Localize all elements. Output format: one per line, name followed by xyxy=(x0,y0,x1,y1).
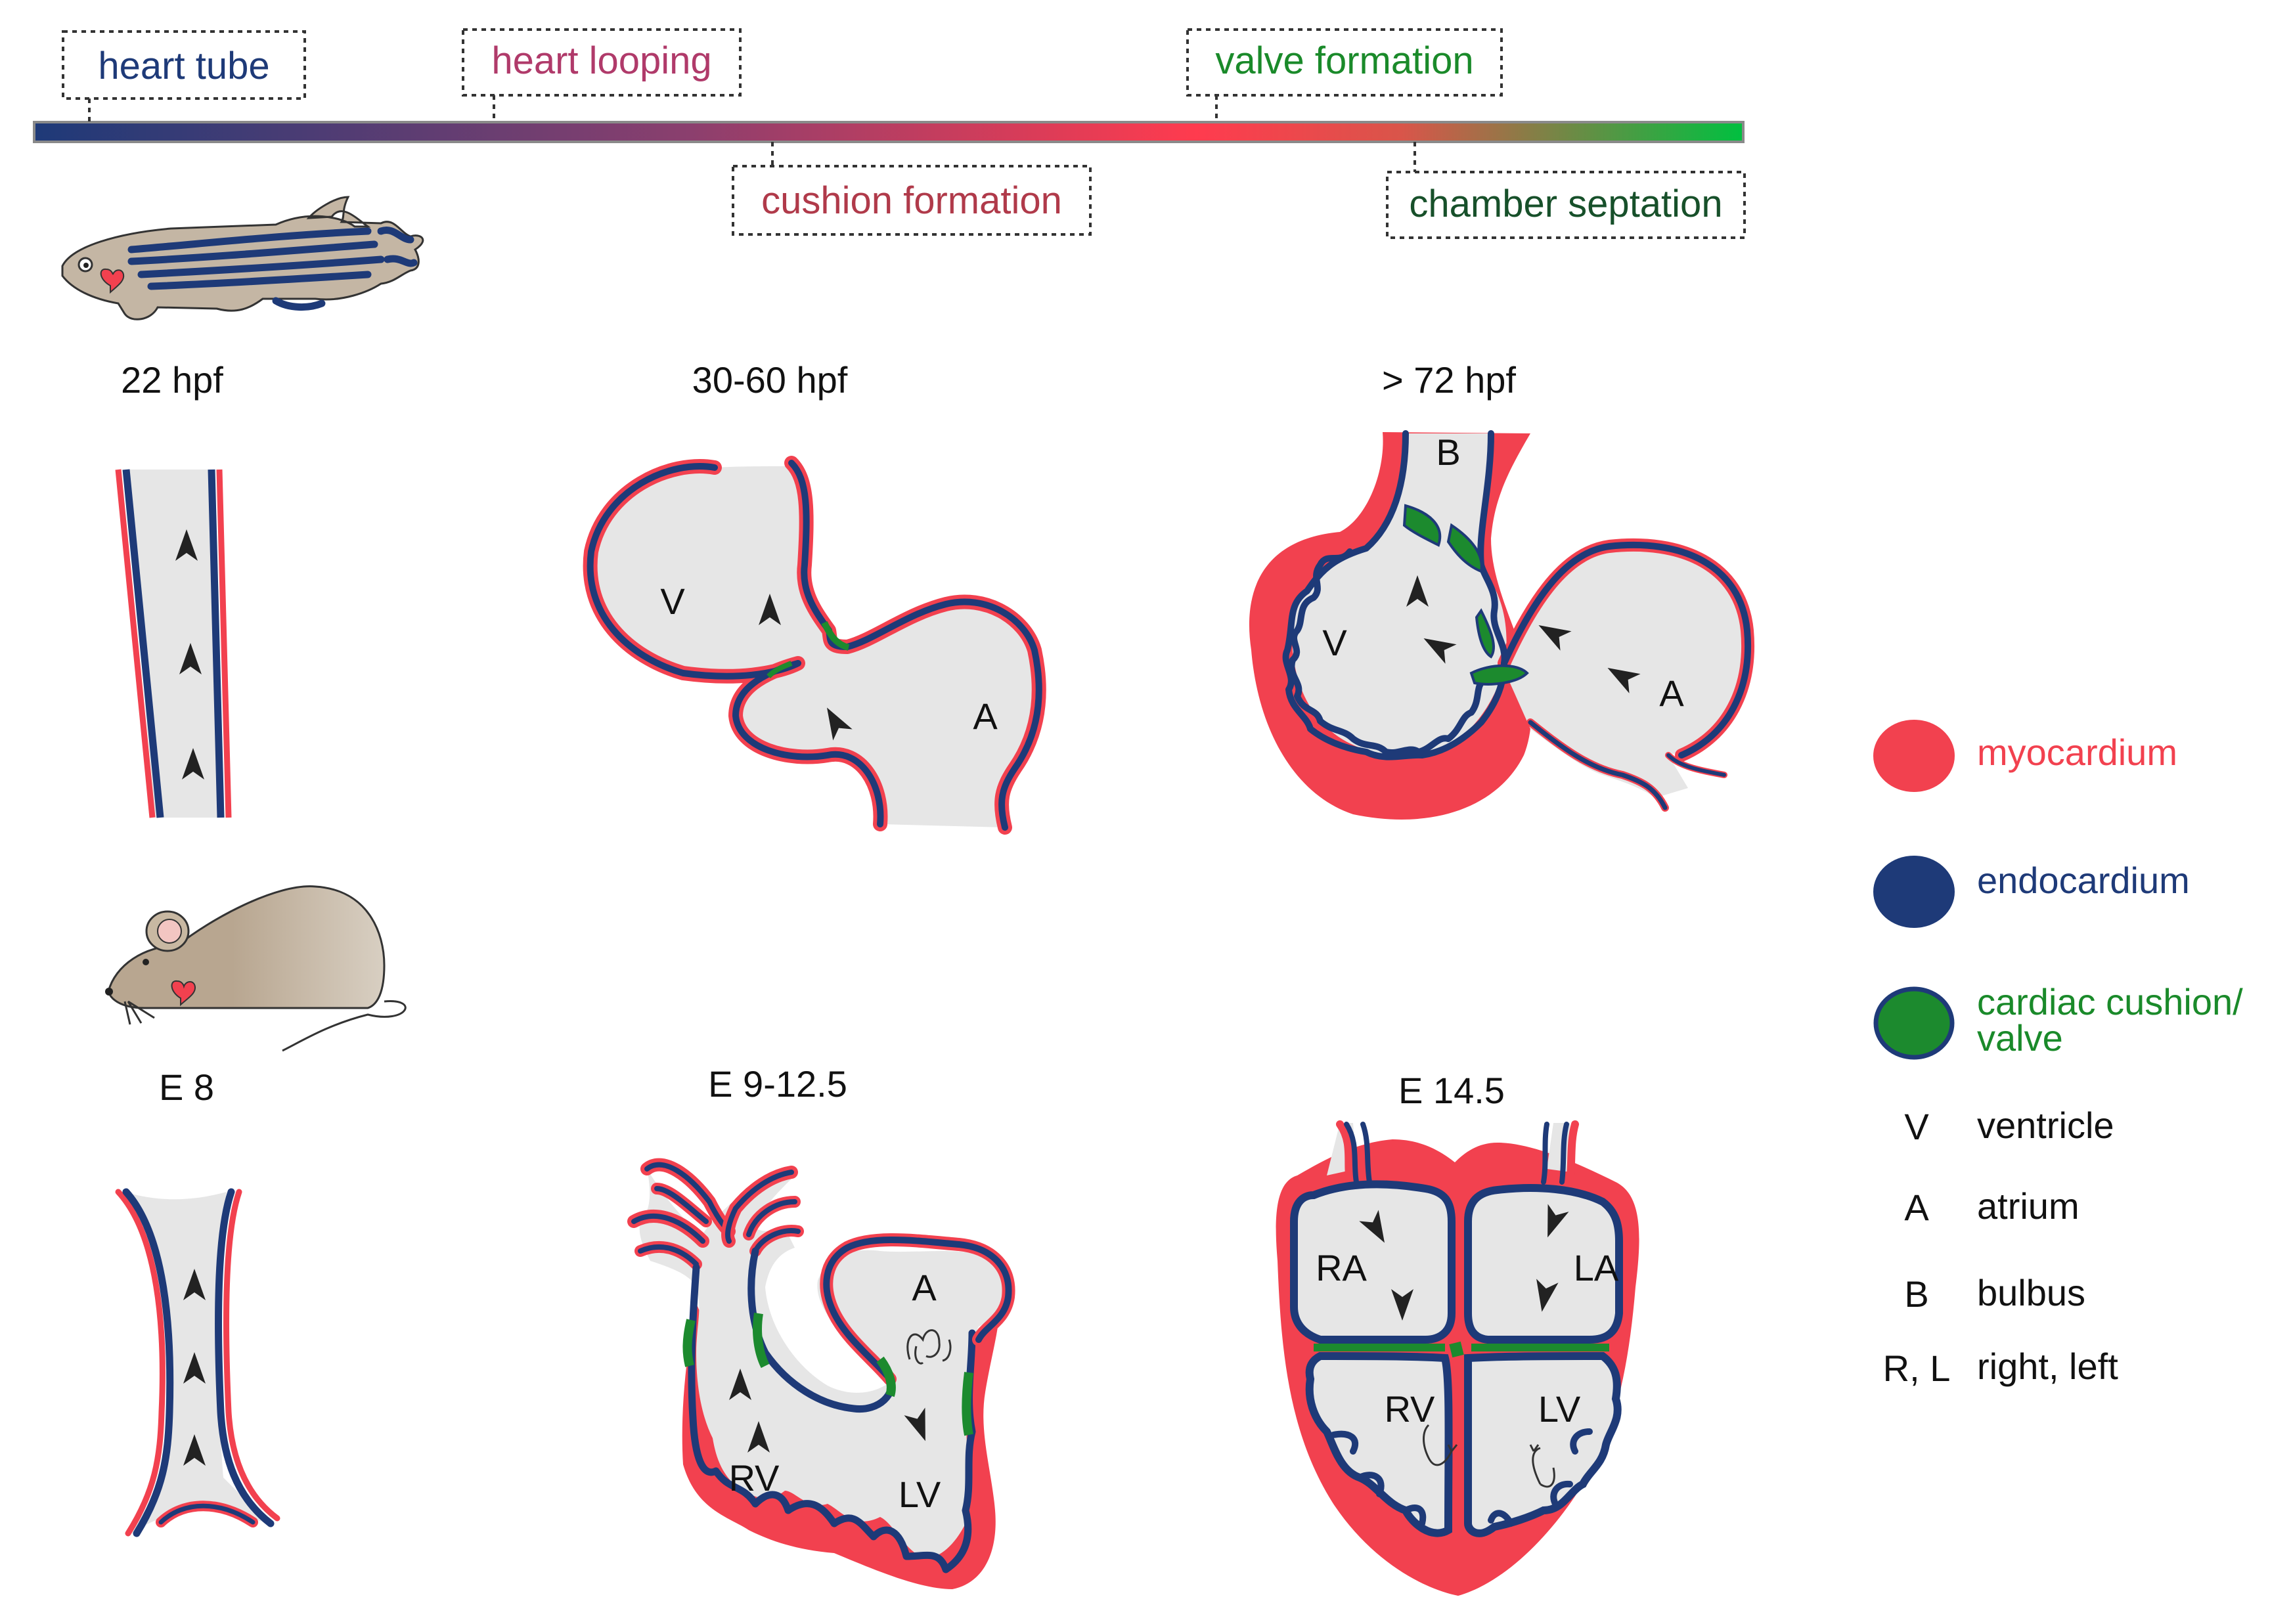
heart-looping-label: heart looping xyxy=(491,39,711,82)
chamber-septation-box xyxy=(1386,171,1746,239)
legend-b-symbol: B xyxy=(1904,1273,1928,1315)
legend-cushion-label-1: cardiac cushion/ xyxy=(1977,981,2243,1022)
legend-a-text: atrium xyxy=(1977,1185,2080,1227)
zebrafish-stage-72hpf: > 72 hpf xyxy=(1382,359,1516,401)
heart-tube-label: heart tube xyxy=(98,45,269,87)
legend-endocardium-label: endocardium xyxy=(1977,860,2190,901)
heart-tube-box xyxy=(62,30,306,100)
mouse-icon xyxy=(105,885,407,1052)
legend-a-symbol: A xyxy=(1904,1187,1929,1228)
zf-72-b-label: B xyxy=(1436,431,1460,473)
mouse-heart-e9-12: A RV LV xyxy=(627,1158,1015,1589)
legend-rl-text: right, left xyxy=(1977,1346,2118,1387)
timeline-bar xyxy=(33,121,1745,143)
legend-v-text: ventricle xyxy=(1977,1105,2114,1146)
mouse-e14-rv-label: RV xyxy=(1385,1388,1435,1430)
mouse-e9-rv-label: RV xyxy=(729,1457,780,1499)
zf-looping-v-label: V xyxy=(660,581,685,622)
mouse-stage-e8: E 8 xyxy=(159,1066,214,1108)
zebrafish-stage-22hpf: 22 hpf xyxy=(121,359,223,401)
mouse-heart-icon xyxy=(171,980,196,1007)
legend-b-text: bulbus xyxy=(1977,1272,2085,1313)
mouse-heart-e14: RA LA RV LV xyxy=(1276,1120,1639,1596)
zebrafish-stage-30-60hpf: 30-60 hpf xyxy=(692,359,848,401)
legend-cushion-swatch xyxy=(1873,986,1955,1060)
mouse-stage-e14: E 14.5 xyxy=(1398,1070,1505,1111)
valve-formation-label: valve formation xyxy=(1215,39,1473,82)
mouse-stage-e9-12: E 9-12.5 xyxy=(708,1063,847,1105)
mouse-e9-lv-label: LV xyxy=(899,1474,941,1515)
zf-looping-a-label: A xyxy=(973,695,998,737)
zf-looping-heart-30-60hpf: V A xyxy=(583,456,1046,835)
timeline: heart tube heart looping cushion formati… xyxy=(33,28,1746,239)
heart-looping-box xyxy=(462,28,742,97)
mouse-e14-la-label: LA xyxy=(1574,1247,1619,1288)
zebrafish-heart-icon xyxy=(100,268,125,294)
legend-v-symbol: V xyxy=(1904,1106,1929,1147)
zf-72-a-label: A xyxy=(1659,672,1684,714)
zf-heart-72hpf: B V A xyxy=(1249,430,1754,820)
mouse-e14-ra-label: RA xyxy=(1316,1247,1367,1288)
chamber-septation-label: chamber septation xyxy=(1409,183,1722,225)
legend-cushion-label-2: valve xyxy=(1977,1017,2063,1059)
zebrafish-icon xyxy=(61,196,424,320)
cushion-formation-label: cushion formation xyxy=(761,179,1062,222)
valve-formation-box xyxy=(1186,28,1503,97)
mouse-heart-tube-e8 xyxy=(115,1188,280,1537)
legend: myocardium endocardium cardiac cushion/ … xyxy=(1873,720,2243,1389)
cushion-formation-box xyxy=(732,165,1092,236)
zf-72-v-label: V xyxy=(1322,622,1347,663)
legend-myocardium-label: myocardium xyxy=(1977,732,2177,773)
legend-myocardium-swatch xyxy=(1873,720,1955,792)
legend-endocardium-swatch xyxy=(1873,856,1955,928)
legend-rl-symbol: R, L xyxy=(1883,1348,1951,1389)
mouse-e14-lv-label: LV xyxy=(1538,1388,1581,1430)
zf-heart-tube-22hpf xyxy=(115,469,232,818)
mouse-e9-a-label: A xyxy=(912,1267,937,1308)
